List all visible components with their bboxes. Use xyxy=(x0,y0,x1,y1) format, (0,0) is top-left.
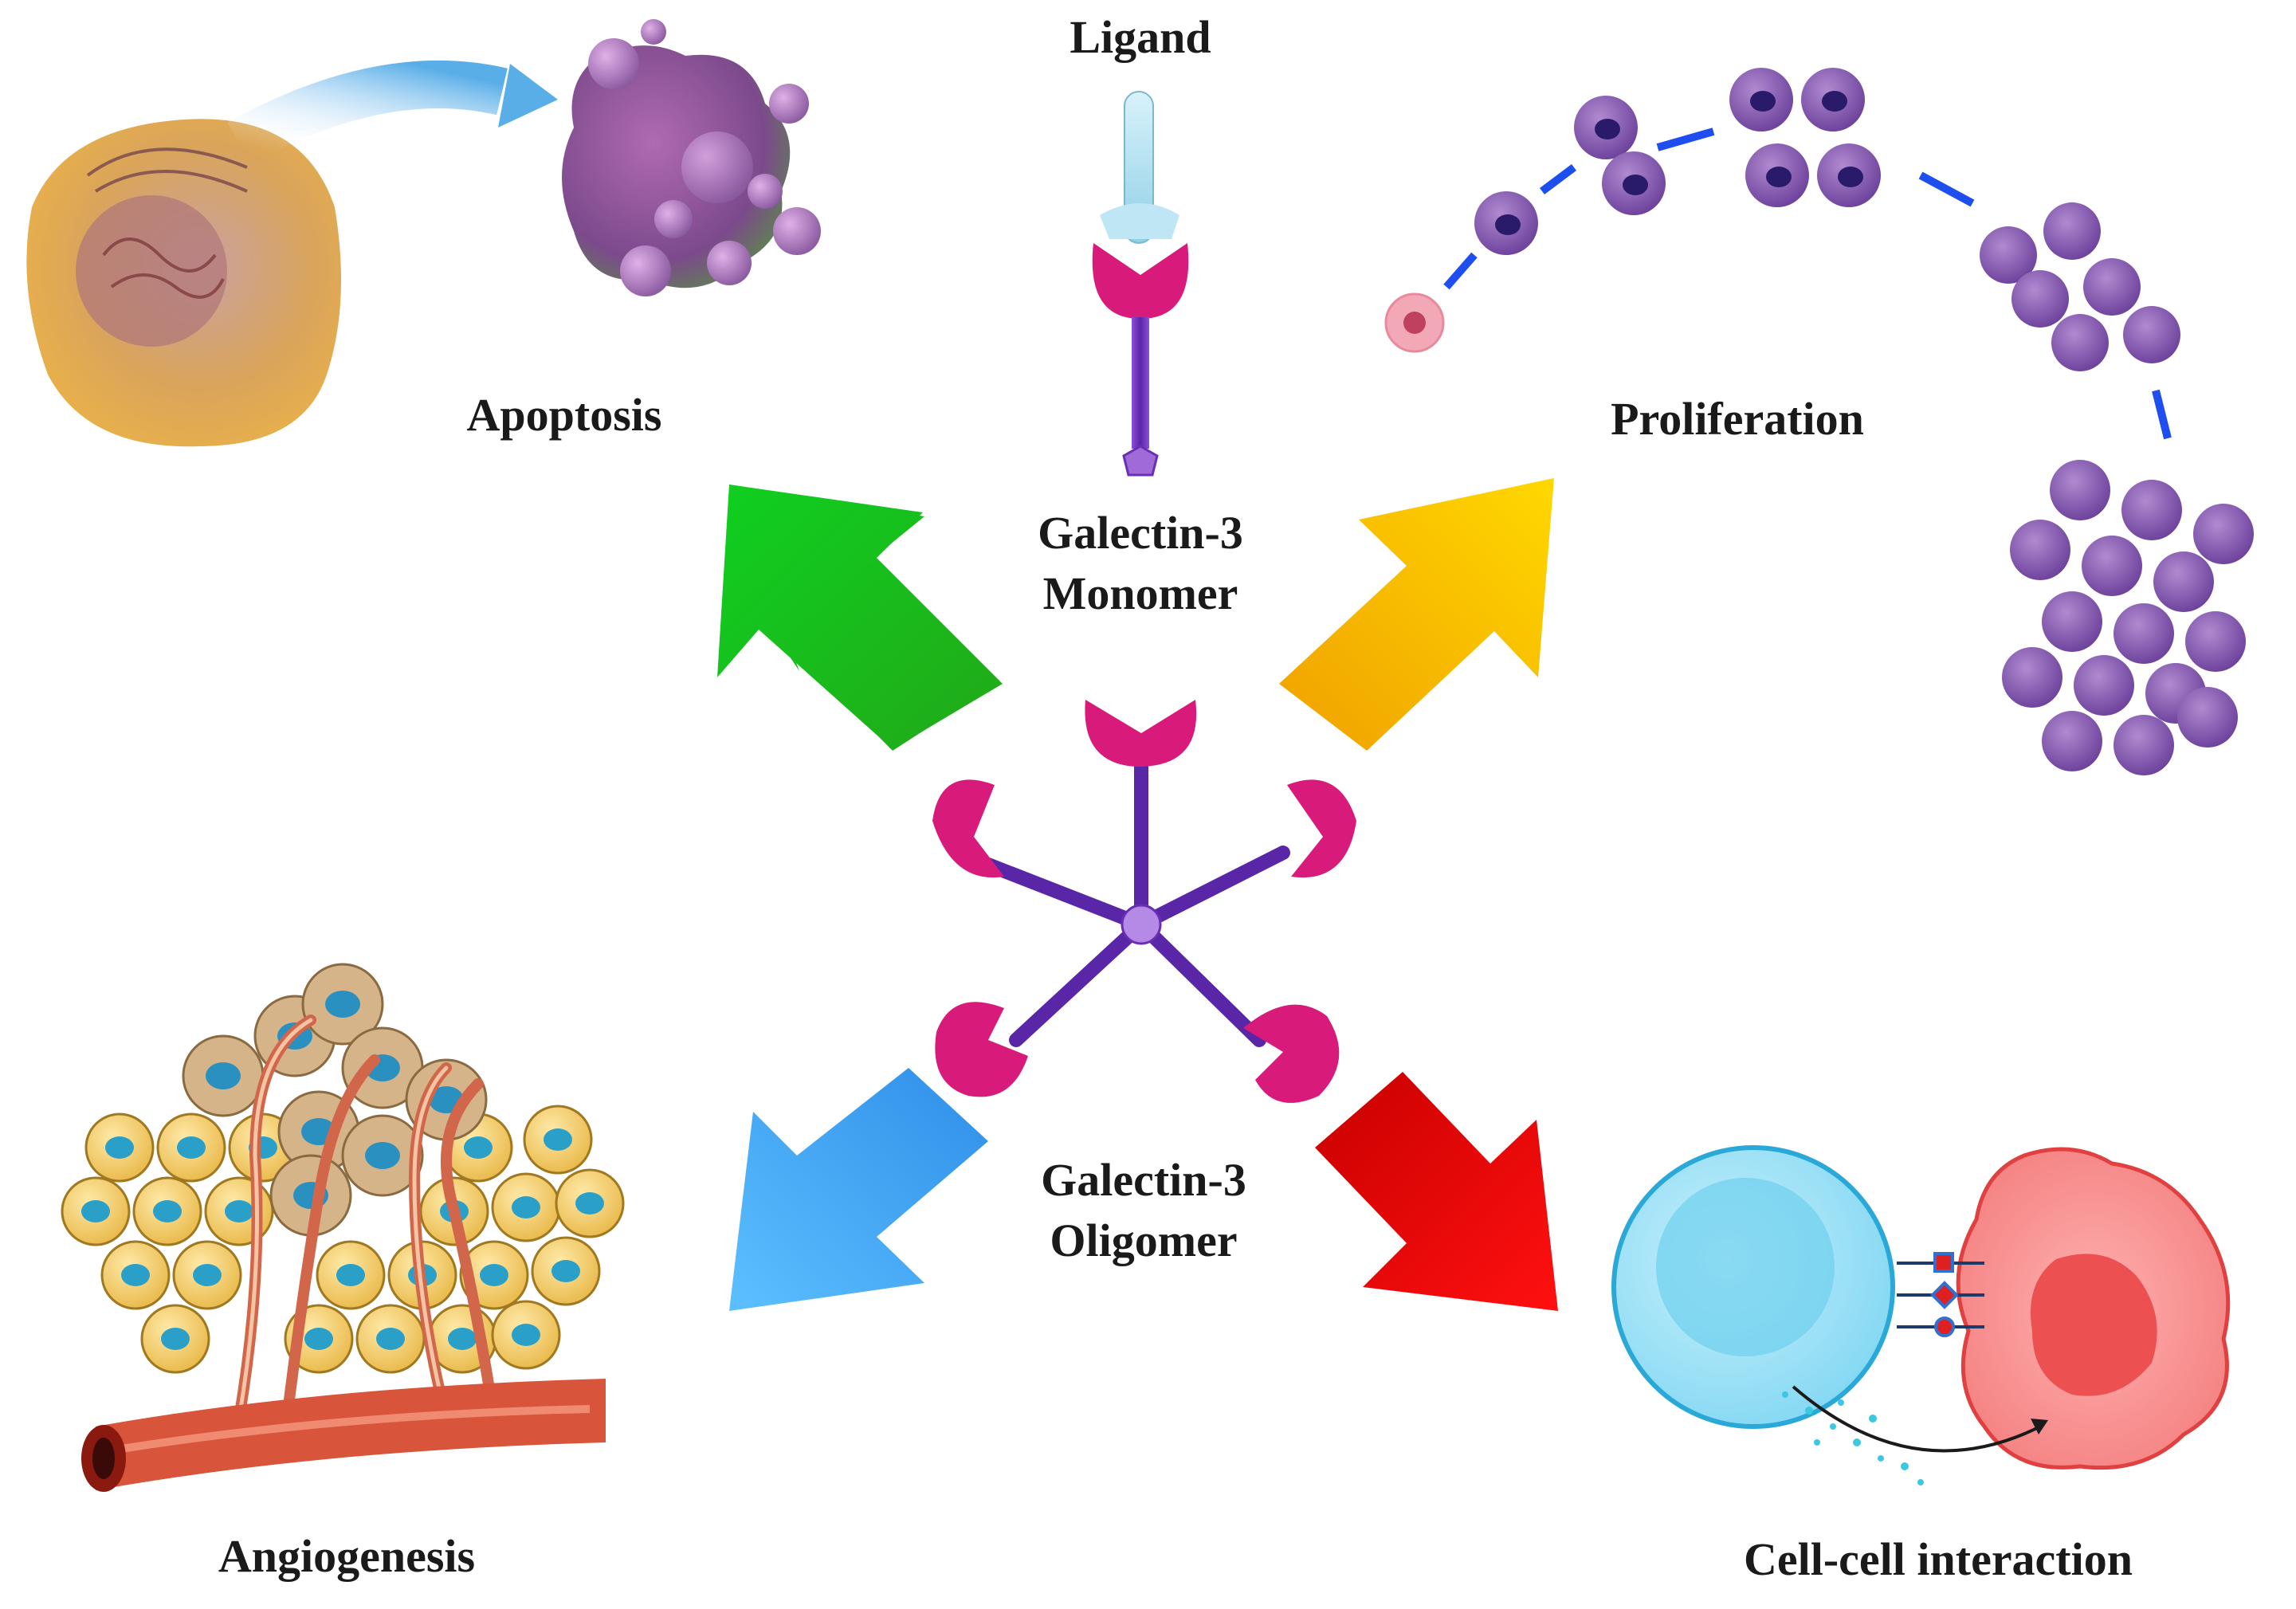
arrow-to-apoptosis-shape xyxy=(717,485,1003,749)
galectin-3-monomer-icon xyxy=(1092,91,1189,477)
arrow-to-angiogenesis xyxy=(729,1068,988,1311)
immune-cell-tumor-cell-icon xyxy=(1611,1145,2231,1485)
cell-cluster-small xyxy=(1980,202,2180,371)
proliferation-label: Proliferation xyxy=(1611,393,1864,445)
apoptotic-cell-icon xyxy=(26,19,821,447)
receptor-ligand-pairs xyxy=(1897,1252,1984,1337)
tumor-blood-vessel-icon xyxy=(61,963,625,1492)
apoptosis-label: Apoptosis xyxy=(467,389,662,441)
cell-cell-interaction-label: Cell-cell interaction xyxy=(1744,1533,2133,1585)
arrow-to-cell-interaction xyxy=(1315,1072,1558,1311)
dividing-cells-icon xyxy=(1384,68,2254,775)
cell-cluster-large xyxy=(2002,460,2254,775)
oligomer-label-line1: Galectin-3 xyxy=(1041,1154,1246,1206)
blood-vessel xyxy=(96,1379,606,1490)
angiogenesis-label: Angiogenesis xyxy=(218,1530,475,1582)
arrow-to-proliferation xyxy=(1279,478,1554,751)
galectin-3-pentamer-icon xyxy=(932,700,1356,1103)
monomer-label-line1: Galectin-3 xyxy=(1038,507,1243,559)
ligand-label: Ligand xyxy=(1070,11,1211,63)
monomer-label-line2: Monomer xyxy=(1043,567,1238,619)
oligomer-label-line2: Oligomer xyxy=(1050,1215,1237,1266)
